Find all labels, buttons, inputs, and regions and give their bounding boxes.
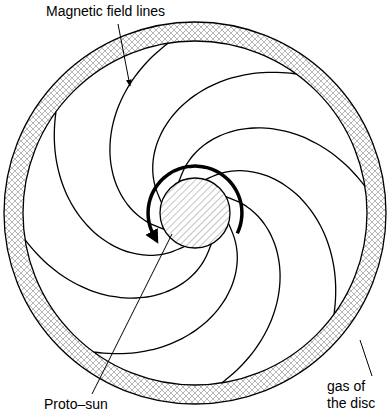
leader-line	[92, 234, 172, 394]
leader-line	[118, 24, 130, 86]
field-line	[222, 197, 280, 383]
field-line	[54, 112, 184, 256]
field-lines	[25, 43, 365, 383]
rotation-arrow	[148, 166, 242, 237]
callout-label: Magnetic field lines	[44, 3, 167, 20]
field-line	[205, 171, 335, 315]
leader-line	[360, 340, 372, 376]
field-line	[153, 72, 297, 202]
gas-ring	[4, 22, 386, 404]
callout-label: gas of the disc	[325, 378, 389, 412]
field-line	[94, 223, 238, 353]
callout-label: Proto–sun	[42, 396, 110, 413]
